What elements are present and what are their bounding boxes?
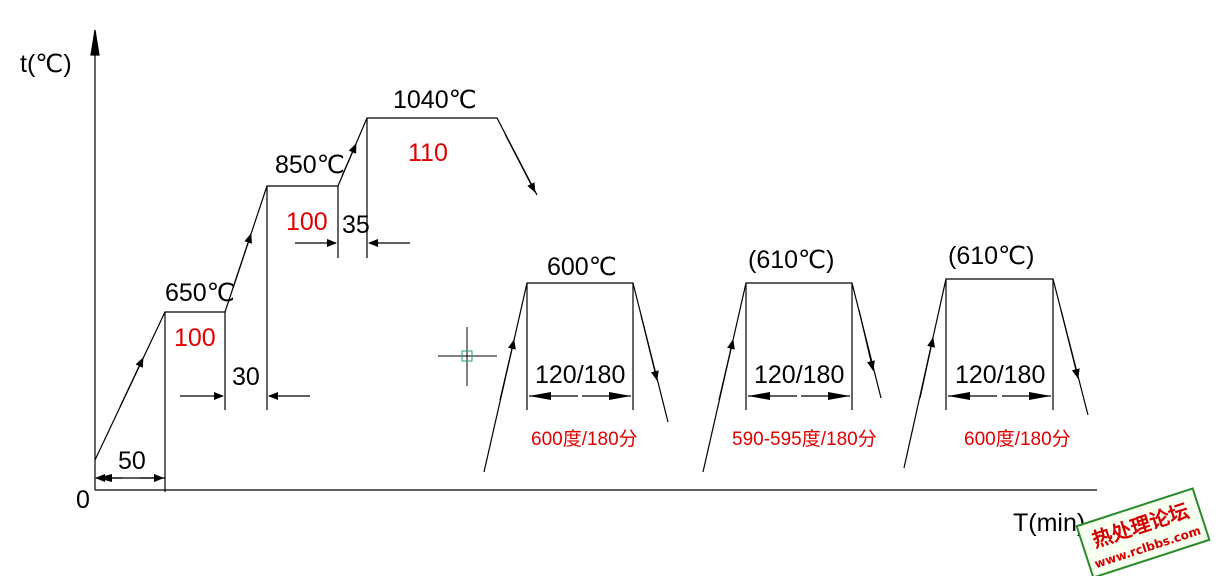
tempering-2-note: 590-595度/180分 (732, 428, 877, 450)
watermark-stamp: 热处理论坛 www.rclbbs.com (1075, 487, 1211, 576)
tempering-cycle-1: 600℃ 120/180 600度/180分 (483, 253, 669, 473)
stage3-ramp-dim: 35 (342, 211, 370, 239)
stage3-hold: 110 (408, 139, 448, 167)
tempering-1-note: 600度/180分 (531, 428, 638, 450)
tempering-1-dim: 120/180 (535, 361, 625, 389)
stage2-ramp-dim: 30 (232, 363, 260, 391)
y-axis-arrow (90, 29, 100, 56)
tempering-1-temp: 600℃ (547, 253, 617, 281)
stage1-ramp-dim: 50 (118, 447, 146, 475)
stage2-temp: 850℃ (275, 151, 345, 179)
crosshair-cursor (438, 327, 497, 386)
axes (90, 29, 1097, 491)
tempering-3-temp: (610℃) (948, 242, 1034, 270)
tempering-3-note: 600度/180分 (964, 428, 1071, 450)
origin-label: 0 (76, 486, 90, 514)
y-axis-label: t(℃) (20, 50, 72, 78)
tempering-cycle-3: (610℃) 120/180 600度/180分 (903, 242, 1089, 469)
tempering-2-dim: 120/180 (754, 361, 844, 389)
stage1-temp: 650℃ (165, 279, 235, 307)
stage1-hold: 100 (174, 324, 216, 352)
stage3-temp: 1040℃ (393, 86, 477, 114)
tempering-cycle-2: (610℃) 120/180 590-595度/180分 (702, 246, 882, 473)
heating-curve (94, 117, 538, 492)
x-axis-label: T(min) (1013, 509, 1085, 537)
tempering-2-temp: (610℃) (748, 246, 834, 274)
tempering-3-dim: 120/180 (955, 361, 1045, 389)
stage2-hold: 100 (286, 208, 328, 236)
